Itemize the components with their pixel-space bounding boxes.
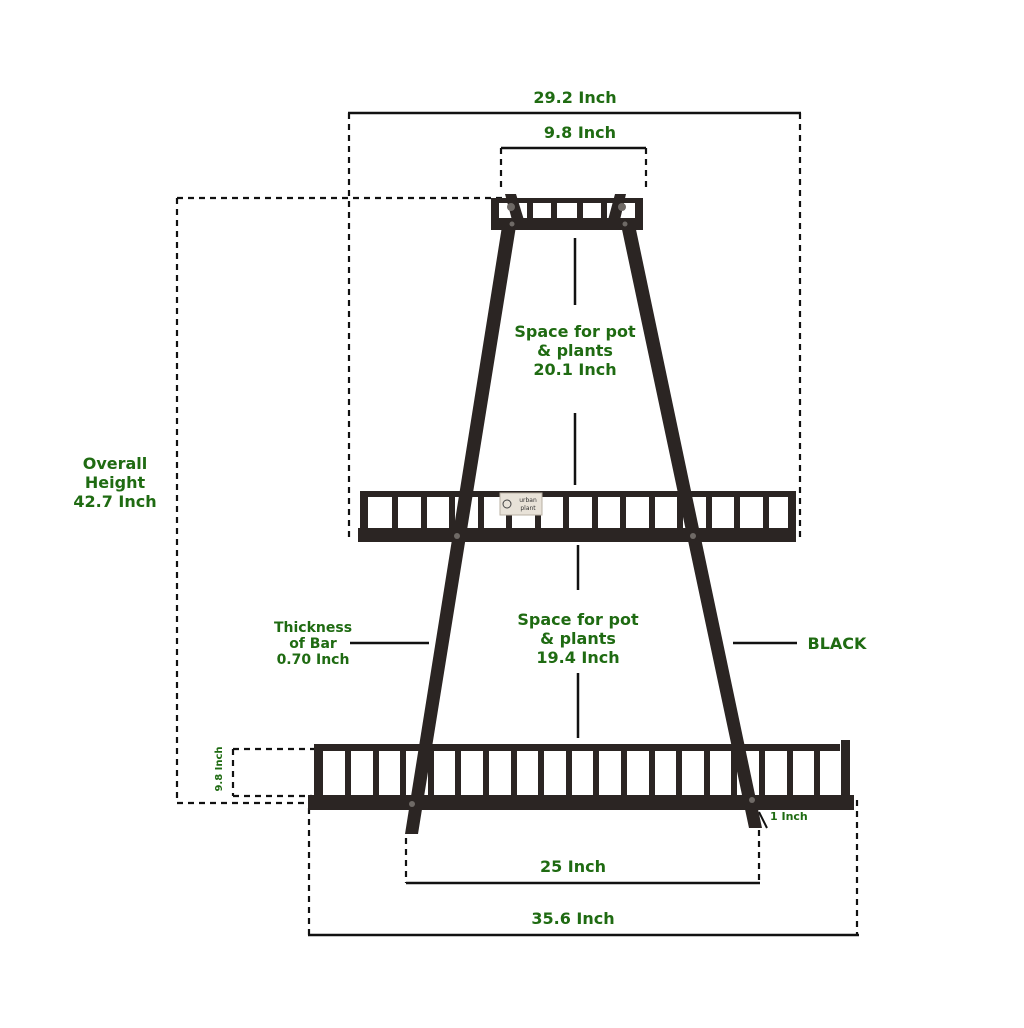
stand-frame <box>308 194 854 834</box>
shelf-slat <box>538 744 544 798</box>
overall-height-line-2: Height <box>84 473 146 493</box>
shelf-slat <box>731 744 737 798</box>
upper-space-line-2: & plants <box>537 341 613 361</box>
thickness-label: Thickness of Bar 0.70 Inch <box>262 620 364 668</box>
leg-width-label: 1 Inch <box>770 810 808 823</box>
top-shelf-width-label: 9.8 Inch <box>543 123 617 142</box>
shelf-slat <box>455 744 461 798</box>
shelf-slat <box>676 744 682 798</box>
shelf-slat <box>483 744 489 798</box>
leg-width-tick <box>758 811 768 829</box>
lower-space-line-3: 19.4 Inch <box>536 648 620 668</box>
shelf-slat <box>563 491 569 531</box>
thickness-line-1: Thickness <box>273 620 353 636</box>
shelf-slat <box>649 744 655 798</box>
middle-shelf <box>358 491 796 542</box>
shelf-slat <box>621 744 627 798</box>
shelf-slat <box>620 491 626 531</box>
shelf-slat <box>706 491 712 531</box>
left-leg <box>405 220 517 834</box>
upper-space-line-1: Space for pot <box>514 322 636 341</box>
shelf-slat <box>763 491 769 531</box>
base-width-label: 25 Inch <box>539 857 607 876</box>
top-overall-width-label: 29.2 Inch <box>533 88 617 107</box>
shelf-slat <box>759 744 765 798</box>
dimension-guides <box>175 111 859 937</box>
lower-space-label: Space for pot & plants 19.4 Inch <box>503 610 653 668</box>
urban-plant-badge-icon: urban plant <box>499 492 543 516</box>
shelf-slat <box>592 491 598 531</box>
bolt-icon <box>409 203 755 807</box>
shelf-slat <box>566 744 572 798</box>
overall-height-line-3: 42.7 Inch <box>73 492 157 512</box>
overall-height-label: Overall Height 42.7 Inch <box>60 454 170 512</box>
shelf-slat <box>649 491 655 531</box>
upper-space-label: Space for pot & plants 20.1 Inch <box>500 322 650 380</box>
shelf-slat <box>511 744 517 798</box>
shelf-slat <box>400 744 406 798</box>
bottom-width-label: 35.6 Inch <box>531 909 615 928</box>
shelf-slat <box>478 491 484 531</box>
shelf-slat <box>373 744 379 798</box>
badge-line-2: plant <box>520 505 536 512</box>
shelf-slat <box>814 744 820 798</box>
color-label: BLACK <box>807 634 867 653</box>
shelf-slat <box>449 491 455 531</box>
thickness-line-3: 0.70 Inch <box>276 652 350 669</box>
shelf-slat <box>787 744 793 798</box>
shelf-slat <box>677 491 683 531</box>
right-leg <box>620 220 762 828</box>
lower-space-line-1: Space for pot <box>517 610 639 629</box>
shelf-slat <box>345 744 351 798</box>
shelf-slat <box>704 744 710 798</box>
shelf-slat <box>421 491 427 531</box>
bottom-shelf <box>308 740 854 810</box>
shelf-slat <box>734 491 740 531</box>
badge-line-1: urban <box>519 497 537 504</box>
lower-space-line-2: & plants <box>540 629 616 649</box>
overall-height-line-1: Overall <box>82 454 148 473</box>
shelf-slat <box>428 744 434 798</box>
shelf-slat <box>593 744 599 798</box>
thickness-line-2: of Bar <box>289 636 337 653</box>
shelf-slat <box>392 491 398 531</box>
shelf-height-label: 9.8 Inch <box>214 746 225 792</box>
top-right-bracket <box>608 194 626 220</box>
upper-space-line-3: 20.1 Inch <box>533 360 617 380</box>
